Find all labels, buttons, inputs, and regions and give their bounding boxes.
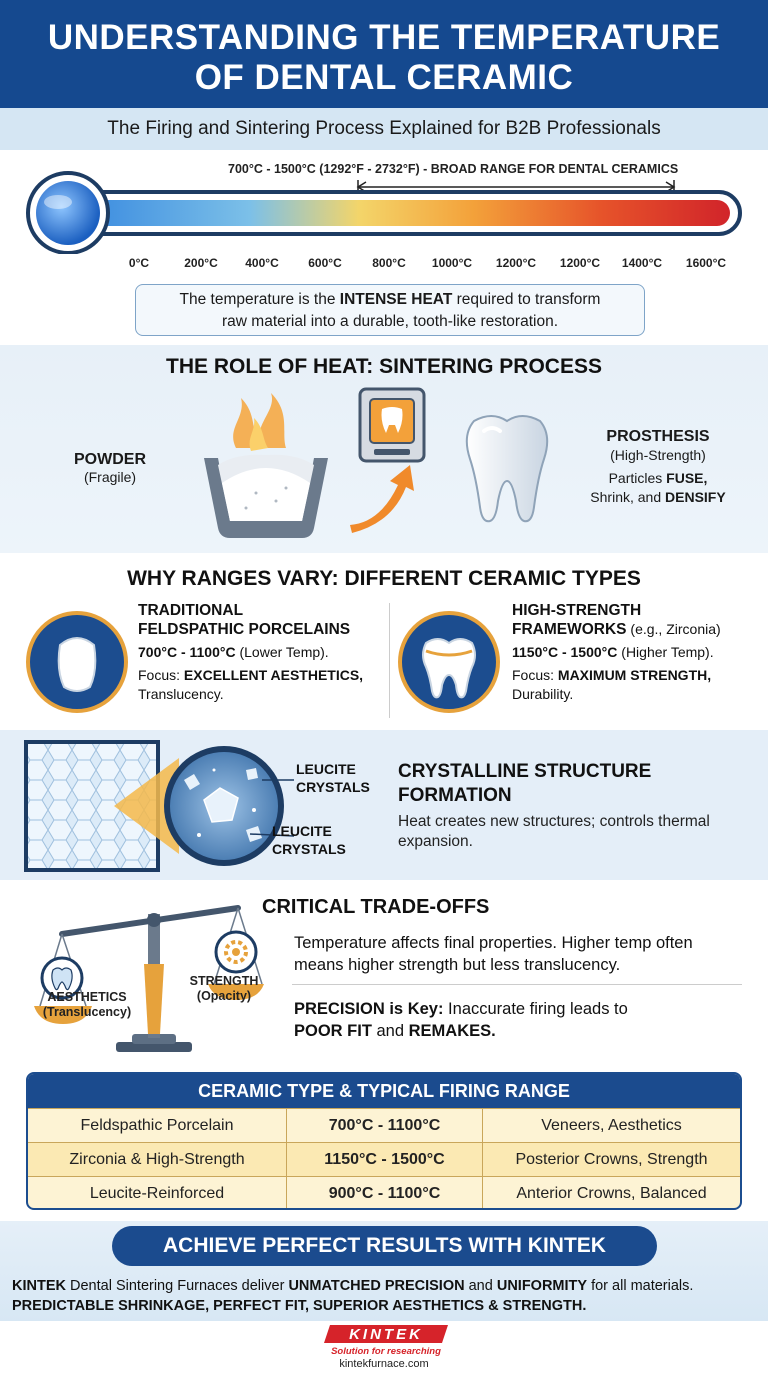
- table-row: Zirconia & High-Strength 1150°C - 1500°C…: [28, 1142, 740, 1176]
- veneer-badge: [26, 611, 128, 713]
- crystal-magnifier-icon: [24, 740, 295, 872]
- firing-range-table: CERAMIC TYPE & TYPICAL FIRING RANGE Feld…: [26, 1072, 742, 1210]
- cell-type: Zirconia & High-Strength: [69, 1151, 245, 1168]
- tick-label: 600°C: [308, 256, 342, 270]
- cell-use: Posterior Crowns, Strength: [482, 1143, 740, 1176]
- prosthesis-label: PROSTHESIS (High-Strength) Particles FUS…: [568, 427, 748, 507]
- high-strength-focus: Focus: MAXIMUM STRENGTH,Durability.: [512, 667, 712, 702]
- powder-crucible-icon: [204, 393, 328, 538]
- high-strength-temp: 1150°C - 1500°C (Higher Temp).: [512, 644, 714, 660]
- cta-section: ACHIEVE PERFECT RESULTS WITH KINTEK KINT…: [0, 1221, 768, 1321]
- tick-label: 1200°C: [495, 256, 537, 270]
- page-title: UNDERSTANDING THE TEMPERATURE OF DENTAL …: [47, 18, 721, 97]
- thermometer-icon: [26, 171, 742, 254]
- cell-range: 900°C - 1100°C: [286, 1177, 482, 1208]
- furnace-icon: [350, 387, 426, 533]
- cell-range: 700°C - 1100°C: [286, 1109, 482, 1142]
- ceramic-types-section: WHY RANGES VARY: DIFFERENT CERAMIC TYPES…: [0, 553, 768, 730]
- feldspathic-focus: Focus: EXCELLENT AESTHETICS,Translucency…: [138, 667, 364, 702]
- tick-label: 200°C: [184, 256, 218, 270]
- tooth-prosthesis-icon: [465, 415, 549, 523]
- tick-label: 1200°C: [559, 256, 601, 270]
- kintek-logo: KINTEK Solution for researching: [324, 1325, 448, 1357]
- zirconia-badge: [398, 611, 500, 713]
- cta-title: ACHIEVE PERFECT RESULTS WITH KINTEK: [112, 1226, 657, 1266]
- tradeoffs-section: AESTHETICS(Translucency) STRENGTH(Opacit…: [0, 880, 768, 1060]
- high-strength-title: HIGH-STRENGTH FRAMEWORKS (e.g., Zirconia…: [512, 602, 721, 638]
- range-label: 700°C - 1500°C (1292°F - 2732°F) - BROAD…: [228, 162, 679, 176]
- strength-label: STRENGTH(Opacity): [189, 974, 259, 1003]
- tick-label: 1400°C: [621, 256, 663, 270]
- cell-type: Leucite-Reinforced: [89, 1185, 225, 1202]
- page-subtitle: The Firing and Sintering Process Explain…: [0, 108, 768, 150]
- cell-type: Feldspathic Porcelain: [80, 1117, 234, 1134]
- logo-text: KINTEK: [349, 1326, 423, 1343]
- veneer-icon: [57, 637, 97, 692]
- feldspathic-title: TRADITIONAL FELDSPATHIC PORCELAINS: [138, 602, 351, 638]
- cell-use: Veneers, Aesthetics: [482, 1109, 740, 1142]
- table-row: Feldspathic Porcelain 700°C - 1100°C Ven…: [28, 1108, 740, 1142]
- powder-label: POWDER (Fragile): [74, 451, 146, 485]
- tick-label: 0°C: [128, 256, 150, 270]
- cta-description: KINTEK Dental Sintering Furnaces deliver…: [12, 1278, 694, 1314]
- aesthetics-label: AESTHETICS(Translucency): [42, 990, 132, 1019]
- tick-label: 800°C: [372, 256, 406, 270]
- tick-label: 1600°C: [685, 256, 727, 270]
- cell-range: 1150°C - 1500°C: [286, 1143, 482, 1176]
- tradeoffs-paragraph: Temperature affects final properties. Hi…: [294, 934, 693, 974]
- balance-scale-icon: [34, 905, 264, 1052]
- tick-label: 400°C: [245, 256, 279, 270]
- crystalline-description: Heat creates new structures; controls th…: [398, 813, 710, 850]
- sintering-section: THE ROLE OF HEAT: SINTERING PROCESS POWD…: [0, 345, 768, 553]
- thermometer-section: 700°C - 1500°C (1292°F - 2732°F) - BROAD…: [0, 150, 768, 345]
- intense-heat-callout: The temperature is the INTENSE HEAT requ…: [135, 284, 645, 336]
- feldspathic-porcelain-card: TRADITIONAL FELDSPATHIC PORCELAINS 700°C…: [138, 601, 388, 704]
- table-title: CERAMIC TYPE & TYPICAL FIRING RANGE: [28, 1074, 740, 1108]
- tradeoffs-title: CRITICAL TRADE-OFFS: [262, 896, 490, 918]
- ranges-title: WHY RANGES VARY: DIFFERENT CERAMIC TYPES: [127, 567, 641, 590]
- logo-tagline: Solution for researching: [331, 1346, 441, 1357]
- tick-label: 1000°C: [431, 256, 473, 270]
- tradeoffs-divider: [292, 984, 742, 985]
- sintering-title: THE ROLE OF HEAT: SINTERING PROCESS: [166, 355, 602, 378]
- molar-icon: [422, 638, 476, 699]
- table-row: Leucite-Reinforced 900°C - 1100°C Anteri…: [28, 1176, 740, 1208]
- sintering-description: Particles FUSE, Shrink, and DENSIFY: [590, 470, 726, 505]
- precision-paragraph: PRECISION is Key: Inaccurate firing lead…: [294, 1000, 628, 1040]
- footer: KINTEK Solution for researching kintekfu…: [0, 1321, 768, 1376]
- high-strength-card: HIGH-STRENGTH FRAMEWORKS (e.g., Zirconia…: [512, 601, 762, 704]
- cell-use: Anterior Crowns, Balanced: [482, 1177, 740, 1208]
- column-divider: [389, 603, 390, 718]
- feldspathic-temp: 700°C - 1100°C (Lower Temp).: [138, 644, 329, 660]
- website-link[interactable]: kintekfurnace.com: [339, 1358, 429, 1370]
- header-banner: UNDERSTANDING THE TEMPERATURE OF DENTAL …: [0, 0, 768, 108]
